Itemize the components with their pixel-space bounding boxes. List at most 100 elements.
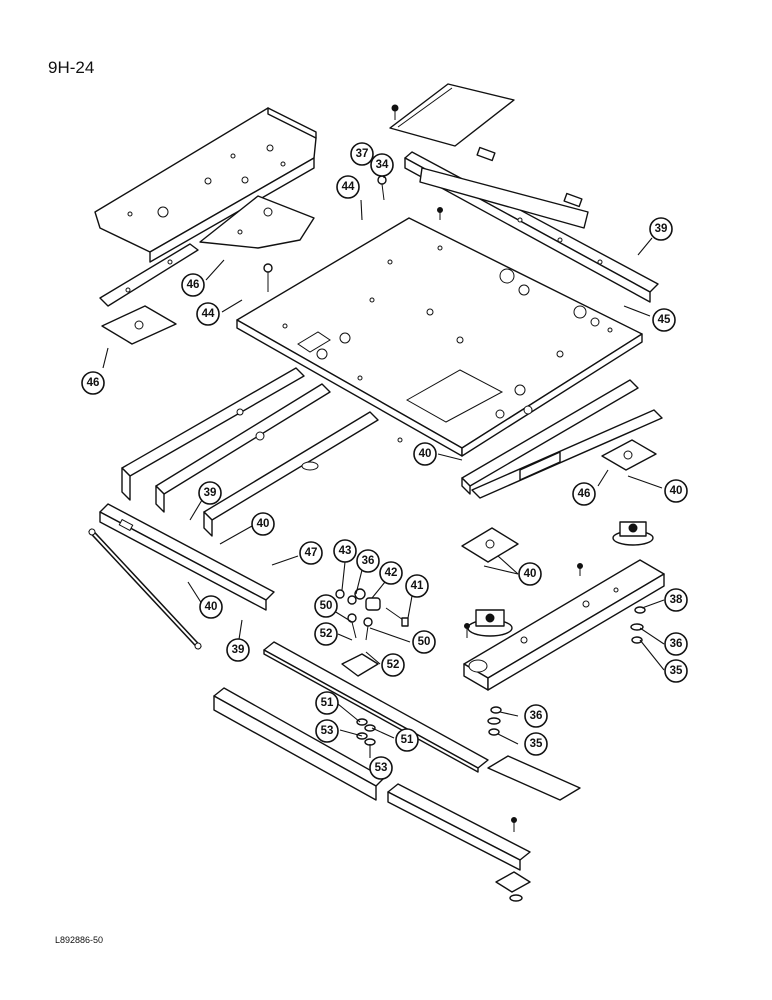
callout-39: 39 [226, 638, 250, 662]
callout-40: 40 [664, 479, 688, 503]
callout-35: 35 [664, 659, 688, 683]
sealing-strip [419, 167, 589, 229]
callout-37: 37 [350, 142, 374, 166]
center-hardware-cluster [335, 588, 409, 641]
callout-39: 39 [198, 481, 222, 505]
callout-44: 44 [196, 302, 220, 326]
callout-36: 36 [664, 632, 688, 656]
right-rail-lower [471, 409, 663, 499]
svg-text:51: 51 [321, 697, 334, 709]
small-seal-blocks [476, 146, 583, 208]
callout-51: 51 [315, 691, 339, 715]
svg-text:40: 40 [524, 568, 537, 580]
callout-43: 43 [333, 539, 357, 563]
washer-stack-lower [487, 706, 502, 736]
callout-42: 42 [379, 561, 403, 585]
bolt-upper-center [437, 207, 443, 220]
svg-text:36: 36 [362, 555, 375, 567]
callout-46: 46 [81, 371, 105, 395]
bolt-isolator [464, 623, 470, 638]
svg-text:41: 41 [411, 580, 424, 592]
right-rail-upper [461, 379, 639, 495]
svg-text:38: 38 [670, 594, 683, 606]
leader-lines [102, 159, 665, 758]
svg-text:45: 45 [658, 314, 671, 326]
callout-39: 39 [649, 217, 673, 241]
callout-52: 52 [314, 622, 338, 646]
callout-36: 36 [356, 549, 380, 573]
right-main-crossmember [463, 559, 665, 691]
svg-text:40: 40 [205, 601, 218, 613]
callout-40: 40 [199, 595, 223, 619]
callout-41: 41 [405, 574, 429, 598]
svg-text:39: 39 [204, 487, 217, 499]
svg-text:40: 40 [257, 518, 270, 530]
svg-text:40: 40 [670, 485, 683, 497]
callout-40: 40 [251, 512, 275, 536]
bolt-bottom [511, 817, 517, 832]
svg-text:47: 47 [305, 547, 318, 559]
center-mount-pad [461, 527, 519, 563]
svg-text:39: 39 [232, 644, 245, 656]
callout-51: 51 [395, 728, 419, 752]
callout-50: 50 [412, 630, 436, 654]
small-bottom-nut [509, 894, 523, 902]
callout-46: 46 [572, 482, 596, 506]
callout-34: 34 [370, 153, 394, 177]
svg-text:40: 40 [419, 448, 432, 460]
svg-text:44: 44 [342, 181, 355, 193]
diagonal-brace-rod [88, 528, 202, 650]
lower-square-pad [341, 653, 379, 677]
upper-left-mounting-plate [94, 107, 317, 263]
rubber-isolator-mount-lower [467, 609, 513, 637]
svg-text:53: 53 [321, 725, 334, 737]
page-number: 9H-24 [48, 58, 95, 77]
bolt-long [263, 263, 273, 292]
right-mount-pad-upper [601, 439, 657, 471]
main-floor-plate [236, 217, 643, 457]
svg-text:52: 52 [320, 628, 333, 640]
nut-cluster-51-53 [356, 718, 376, 746]
svg-text:50: 50 [320, 600, 333, 612]
callout-46: 46 [181, 273, 205, 297]
svg-text:50: 50 [418, 636, 431, 648]
svg-text:52: 52 [387, 659, 400, 671]
callout-38: 38 [664, 588, 688, 612]
illustration-reference-code: L892886-50 [55, 935, 104, 945]
callout-50: 50 [314, 594, 338, 618]
svg-text:43: 43 [339, 545, 352, 557]
svg-text:46: 46 [578, 488, 591, 500]
svg-text:36: 36 [670, 638, 683, 650]
small-end-plate [495, 871, 531, 893]
triangular-gusset-plate [199, 195, 315, 249]
svg-text:39: 39 [655, 223, 668, 235]
callout-52: 52 [381, 653, 405, 677]
svg-text:46: 46 [87, 377, 100, 389]
left-mounting-strip [99, 243, 199, 307]
callout-44: 44 [336, 175, 360, 199]
mid-channel-rail-2 [155, 383, 331, 513]
bolt-37-34 [377, 175, 387, 201]
rubber-isolator-mount-upper [612, 521, 654, 546]
bolt-top-cover [391, 104, 399, 120]
bolt-lower-center [577, 563, 583, 576]
callout-53: 53 [369, 756, 393, 780]
svg-text:53: 53 [375, 762, 388, 774]
lower-left-long-channel [213, 687, 385, 801]
svg-text:37: 37 [356, 148, 369, 160]
callout-35: 35 [524, 732, 548, 756]
callout-36: 36 [524, 704, 548, 728]
svg-text:46: 46 [187, 279, 200, 291]
callout-53: 53 [315, 719, 339, 743]
svg-text:35: 35 [670, 665, 683, 677]
small-square-pad [101, 305, 177, 345]
callout-40: 40 [518, 562, 542, 586]
svg-text:51: 51 [401, 734, 414, 746]
svg-text:35: 35 [530, 738, 543, 750]
mid-channel-rail-3 [203, 411, 379, 537]
left-crossmember [99, 503, 275, 611]
mid-channel-rail-1 [121, 367, 305, 501]
lower-right-channel-b [387, 783, 531, 871]
lower-right-channel-a [487, 755, 581, 801]
